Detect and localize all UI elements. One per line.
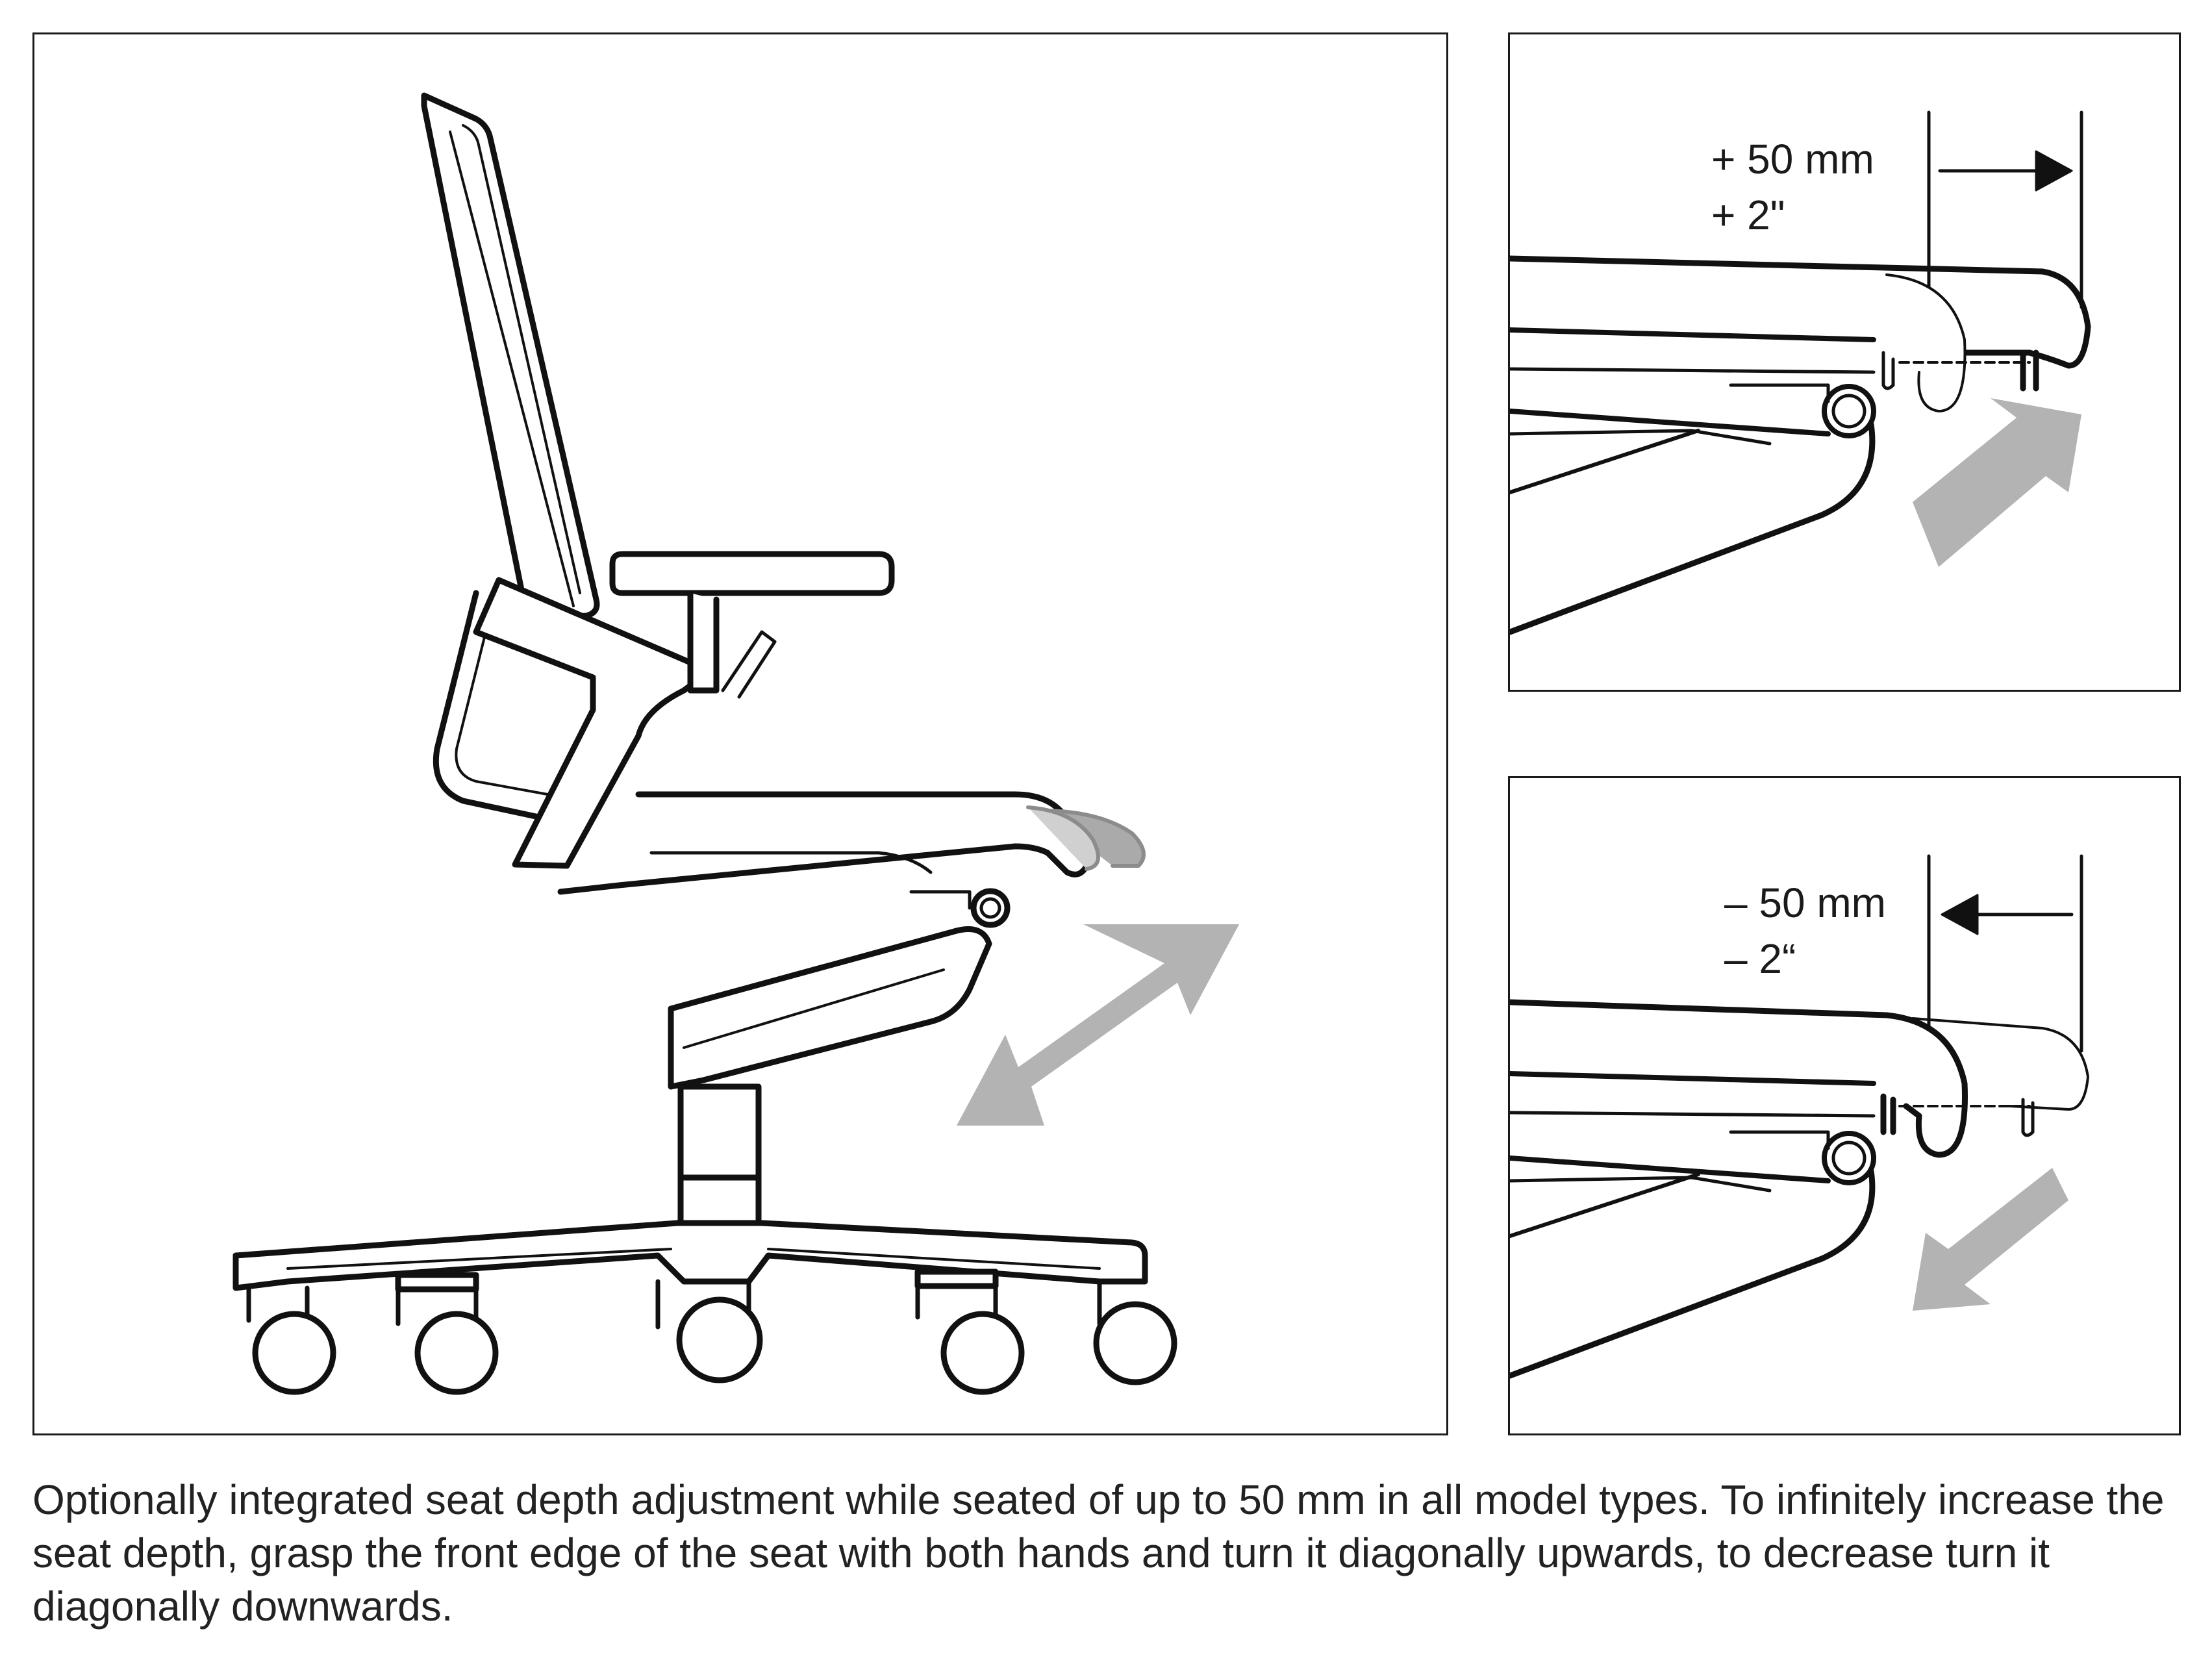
bidirectional-arrow-icon	[957, 924, 1239, 1126]
caster-3	[676, 1296, 763, 1383]
armrest-pad	[609, 551, 895, 596]
backrest	[421, 92, 600, 622]
caster-5	[1093, 1301, 1177, 1385]
arrow-right-icon	[2035, 150, 2073, 192]
seat-retracted	[1510, 999, 1968, 1158]
diagonal-down-arrow-icon	[1913, 1168, 2068, 1311]
caption-text: Optionally integrated seat depth adjustm…	[32, 1476, 2165, 1630]
increase-metric-label: + 50 mm	[1711, 136, 1874, 183]
caster-2	[414, 1311, 499, 1395]
pivot-knob	[1822, 384, 1876, 438]
gas-column	[677, 1083, 762, 1181]
seat-retracted-detail	[1510, 854, 2089, 1379]
chair-overview-panel	[32, 32, 1448, 1435]
caster-4	[940, 1311, 1025, 1395]
office-chair-illustration	[233, 92, 1239, 1395]
diagonal-up-arrow-icon	[1913, 398, 2081, 567]
decrease-depth-panel: – 50 mm – 2“	[1508, 776, 2181, 1435]
pivot-knob	[970, 888, 1011, 928]
decrease-imperial-label: – 2“	[1724, 935, 1796, 982]
seat-extended-detail	[1510, 110, 2091, 635]
seat-carrier-arm	[668, 926, 992, 1090]
seat-extended	[1510, 255, 2091, 369]
increase-imperial-label: + 2"	[1711, 192, 1785, 238]
star-base	[233, 1220, 1148, 1291]
decrease-metric-label: – 50 mm	[1724, 879, 1886, 926]
armrest-post	[687, 590, 720, 694]
seat-shell	[557, 791, 1090, 895]
increase-depth-panel: + 50 mm + 2"	[1508, 32, 2181, 692]
caster-1	[252, 1311, 336, 1395]
rear-frame	[433, 590, 557, 824]
arrow-left-icon	[1941, 894, 1979, 935]
seat-bracket	[473, 577, 713, 869]
pivot-knob	[1822, 1131, 1876, 1185]
